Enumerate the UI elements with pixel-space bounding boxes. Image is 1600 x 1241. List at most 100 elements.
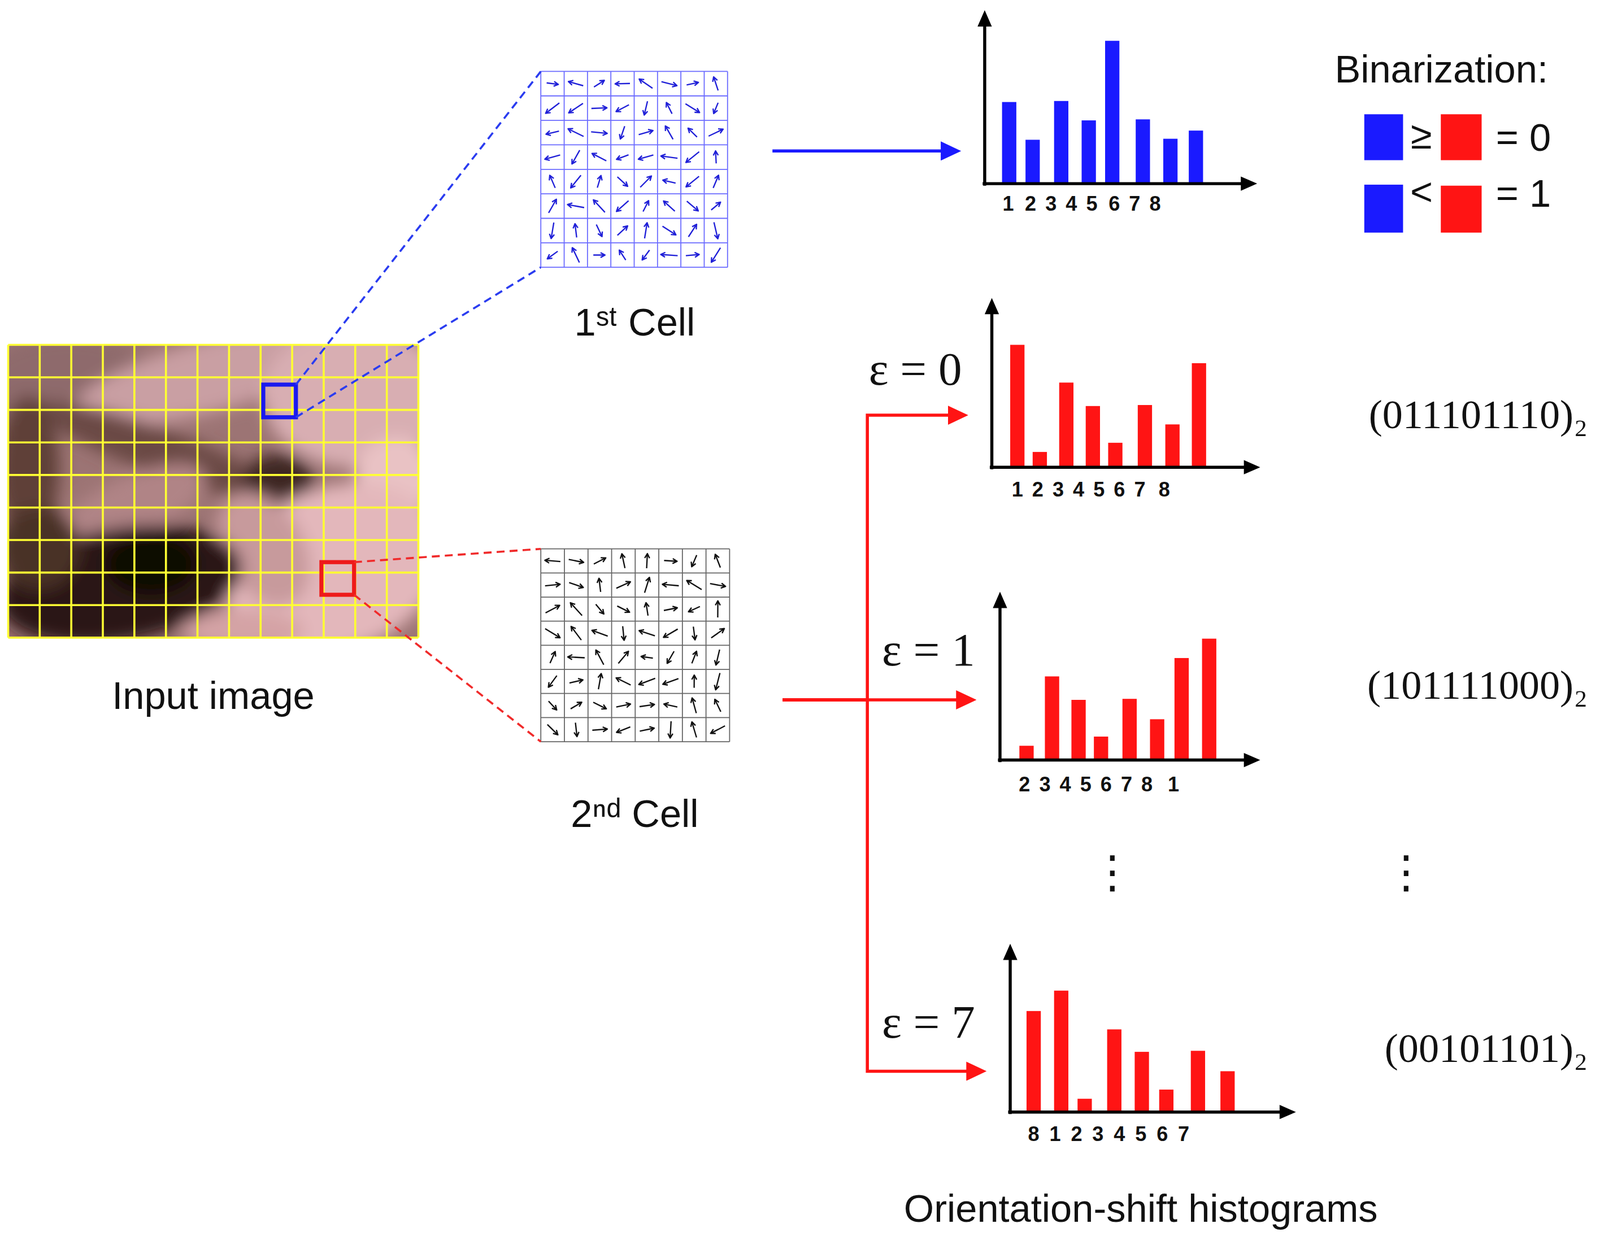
gradient-arrow — [640, 176, 652, 188]
gradient-arrow — [639, 726, 655, 732]
gradient-arrow — [642, 101, 648, 115]
gradient-arrow — [714, 222, 720, 239]
gradient-arrow — [544, 154, 560, 161]
bit-value: = 1 — [1496, 171, 1551, 217]
cell-grid-line — [681, 549, 684, 742]
gradient-arrow — [617, 225, 628, 236]
histogram-bar — [1093, 736, 1108, 761]
histogram-bar — [1085, 406, 1100, 468]
bin-number: 1 — [1049, 1123, 1061, 1147]
gradient-arrow — [547, 724, 559, 736]
gradient-arrow — [570, 702, 582, 710]
histogram-bar — [1202, 638, 1217, 761]
cell-label: 2ⁿᵈ Cell — [570, 792, 699, 837]
bin-number: 6 — [1108, 192, 1120, 216]
gradient-arrow — [638, 79, 653, 89]
cell-grid-line — [540, 266, 728, 268]
gradient-arrow — [618, 651, 629, 664]
cell-grid-line — [540, 668, 730, 671]
histogram-bar — [1019, 745, 1034, 760]
gradient-arrow — [687, 580, 702, 590]
gradient-arrow — [685, 252, 700, 258]
gradient-arrow — [571, 247, 580, 263]
gradient-arrow — [714, 649, 720, 665]
gradient-arrow — [544, 558, 560, 564]
gradient-arrow — [597, 673, 603, 690]
cell-grid-line — [540, 168, 728, 171]
axis-arrowhead — [1002, 944, 1296, 1120]
axis-arrowhead — [992, 592, 1260, 768]
gradient-arrow — [712, 76, 719, 91]
axis-line — [997, 603, 1249, 763]
photo-grid-line — [7, 344, 419, 347]
histogram-bar — [1059, 382, 1074, 468]
image-caption: Input image — [111, 673, 315, 719]
histogram-bar — [1044, 676, 1059, 760]
gradient-arrow — [616, 154, 629, 160]
gradient-arrow — [642, 250, 650, 260]
gradient-arrow — [690, 555, 697, 568]
gradient-arrow — [690, 698, 697, 714]
histogram-bar — [1054, 990, 1069, 1113]
cell-grid-line — [703, 71, 706, 268]
bin-number: 6 — [1100, 772, 1112, 797]
gradient-arrow — [617, 176, 628, 187]
gradient-arrow — [660, 252, 678, 258]
cell-grid-line — [680, 71, 682, 268]
gradient-arrow — [593, 557, 606, 564]
bin-number: 5 — [1080, 772, 1092, 797]
histogram: 12345678 — [969, 293, 1265, 508]
histogram-bar — [1071, 700, 1086, 761]
photo-grid-line — [228, 344, 231, 638]
bin-number: 5 — [1093, 477, 1105, 502]
photo-grid-line — [70, 344, 73, 638]
photo-grid-line — [7, 506, 419, 510]
gradient-arrow — [688, 128, 698, 138]
gradient-arrow — [711, 628, 725, 639]
gradient-arrow — [548, 701, 557, 711]
histogram-bar — [1105, 40, 1120, 184]
gradient-arrow — [710, 583, 726, 589]
bin-number: 6 — [1113, 477, 1125, 502]
gradient-arrow — [548, 675, 558, 688]
gradient-arrow — [665, 125, 674, 140]
gradient-arrow — [621, 626, 627, 641]
gradient-arrow — [550, 651, 556, 664]
histogram-bar — [1032, 451, 1047, 468]
histogram-bar — [1002, 102, 1017, 184]
gradient-arrow — [596, 224, 603, 237]
gradient-arrow — [620, 553, 625, 568]
gradient-arrow — [691, 675, 697, 688]
gradient-arrow — [597, 578, 603, 593]
gradient-arrow — [590, 130, 608, 136]
gradient-arrow — [644, 553, 650, 569]
gradient-arrow — [661, 81, 677, 88]
bin-number: 8 — [1158, 477, 1171, 502]
gradient-arrow — [667, 721, 673, 739]
gradient-arrow — [572, 223, 578, 238]
bin-number: 7 — [1133, 477, 1146, 502]
gradient-arrow — [715, 601, 721, 618]
bin-number: 6 — [1156, 1123, 1168, 1147]
photo-shade — [105, 533, 198, 595]
gradient-arrow — [688, 224, 697, 237]
photo-grid-line — [7, 409, 419, 412]
gradient-arrow — [619, 125, 625, 139]
histogram-bar — [1159, 1089, 1174, 1113]
comparison-square — [1440, 114, 1482, 160]
photo-grid-line — [7, 474, 419, 477]
ellipsis: ⋮ — [1089, 846, 1135, 899]
ellipsis: ⋮ — [1383, 846, 1429, 899]
cell-grid-line — [540, 693, 730, 695]
gradient-arrow — [662, 678, 679, 685]
gradient-arrow — [545, 582, 561, 588]
gradient-arrow — [662, 226, 677, 236]
histogram: 81234567 — [987, 939, 1300, 1153]
axis-line — [982, 22, 1245, 186]
gradient-arrow — [616, 606, 630, 613]
histogram-bar — [1077, 1098, 1092, 1112]
axis-arrowhead — [977, 10, 1258, 191]
photo-grid-line — [7, 538, 419, 542]
cell-grid-line — [540, 193, 728, 195]
